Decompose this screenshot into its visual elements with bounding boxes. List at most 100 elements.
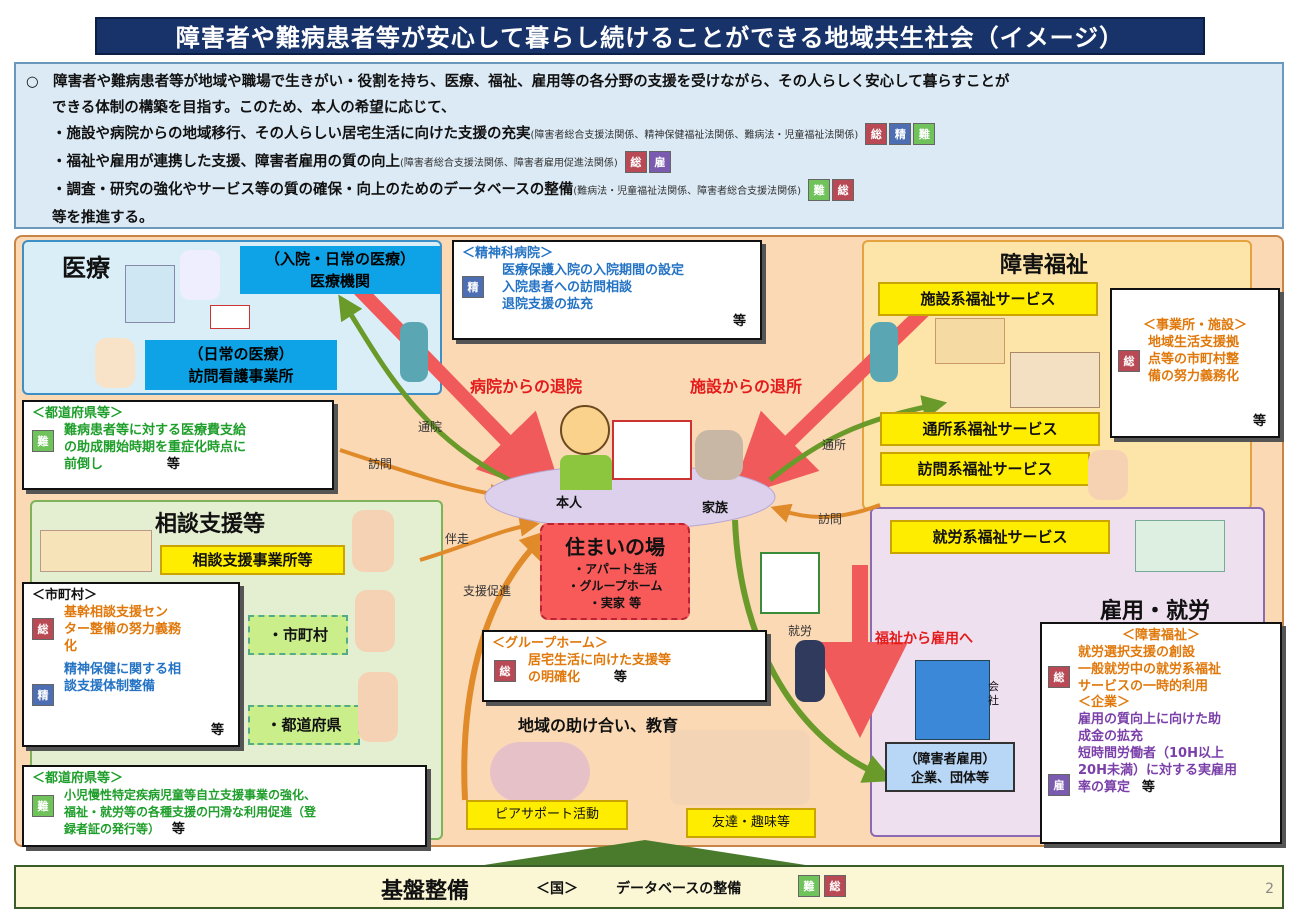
- city-card-item1: 基幹相談支援セン: [64, 605, 169, 620]
- office-building-icon: [915, 660, 990, 740]
- consult-office-icon: [40, 530, 152, 572]
- summary-item3: ・調査・研究の強化やサービス等の質の確保・向上のためのデータベースの整備(難病法…: [52, 178, 855, 201]
- label-tsuuin: 通院: [418, 420, 443, 434]
- label-houmon-left: 訪問: [368, 457, 393, 471]
- employ-card-item: 率の算定: [1078, 780, 1131, 795]
- employ-card-etc: 等: [1141, 780, 1155, 795]
- employ-card-item: 一般就労中の就労系福祉: [1078, 662, 1222, 677]
- residence-item: ・グループホーム: [567, 579, 663, 593]
- summary-line2: できる体制の構築を目指す。このため、本人の希望に応じて、: [52, 100, 456, 116]
- badge-so: 総: [624, 151, 647, 173]
- arrow-houmon-left: [339, 448, 510, 504]
- office-card-line3: 備の努力義務化: [1148, 369, 1240, 384]
- employ-card-item: 20H未満）に対する実雇用: [1078, 763, 1237, 778]
- pref-card1-etc: 等: [166, 457, 180, 472]
- pref-card2-line3: 録者証の発行等）: [64, 822, 161, 836]
- pref-card1-line1: 難病患者等に対する医療費支給: [64, 423, 247, 438]
- psych-card-etc: 等: [732, 314, 746, 329]
- badge-so: 総: [865, 123, 888, 145]
- summary-item3-note: (難病法・児童福祉法関係、障害者総合支援法関係): [573, 186, 802, 197]
- self-label: 本人: [556, 496, 583, 511]
- foundation-country: ＜国＞: [536, 881, 578, 897]
- employ-card-header1: ＜障害福祉＞: [1121, 628, 1200, 643]
- company-label: （障害者雇用）: [904, 752, 996, 767]
- pref-card2-line1: 小児慢性特定疾病児童等自立支援事業の強化、: [64, 788, 317, 802]
- medical-label1b: 医療機関: [309, 272, 370, 290]
- residence-box: 住まいの場 ・アパート生活 ・グループホーム ・実家 等: [540, 523, 690, 620]
- label-tsuusho: 通所: [822, 438, 847, 452]
- arrow-facility-exit: [729, 294, 940, 500]
- walking-person-icon: [400, 322, 428, 382]
- gh-card-line2: の明確化: [528, 670, 581, 685]
- welfare-title: 障害福祉: [1000, 253, 1089, 278]
- summary-line1: ○ 障害者や難病患者等が地域や職場で生きがい・役割を持ち、医療、福祉、雇用等の各…: [26, 74, 1010, 90]
- page-number: 2: [1265, 881, 1274, 897]
- arrow-hospital-exit: [349, 280, 565, 501]
- office-facility-card: ＜事業所・施設＞ 総 地域生活支援拠 点等の市町村整 備の努力義務化 等: [1110, 288, 1280, 438]
- medical-title: 医療: [62, 254, 110, 282]
- consult-title: 相談支援等: [155, 512, 266, 537]
- pref-staff-icon: [358, 672, 398, 742]
- psych-card-header: ＜精神科病院＞: [462, 246, 554, 261]
- employment-card: ＜障害福祉＞ 総 就労選択支援の創設 一般就労中の就労系福祉 サービスの一時的利…: [1040, 622, 1282, 844]
- badge-so: 総: [1048, 666, 1070, 688]
- doctor-icon: [180, 250, 220, 300]
- summary-closing: 等を推進する。: [52, 210, 154, 226]
- pref-card1-header: ＜都道府県等＞: [32, 406, 124, 421]
- peer-support-label: ピアサポート活動: [466, 800, 628, 830]
- facility-exit-label: 施設からの退所: [690, 377, 803, 396]
- friends-image: [670, 730, 810, 805]
- badge-so: 総: [824, 875, 846, 897]
- summary-item2-text: ・福祉や雇用が連携した支援、障害者雇用の質の向上: [52, 154, 400, 170]
- employ-card-item: 成金の拡充: [1078, 729, 1144, 744]
- hospital-icon: [125, 265, 175, 323]
- badge-nan: 難: [913, 123, 936, 145]
- summary-item3-text: ・調査・研究の強化やサービス等の質の確保・向上のためのデータベースの整備: [52, 182, 574, 198]
- family-icon: [695, 430, 743, 480]
- employ-card-item: 雇用の質向上に向けた助: [1078, 712, 1222, 727]
- prefecture-card-2: ＜都道府県等＞ 難 小児慢性特定疾病児童等自立支援事業の強化、 福祉・就労等の各…: [22, 765, 427, 847]
- arrow-tsuusho: [768, 395, 948, 482]
- person-body-icon: [560, 455, 612, 490]
- facility-service-label: 施設系福祉サービス: [878, 282, 1098, 316]
- group-home-card: ＜グループホーム＞ 総 居宅生活に向けた支援等 の明確化 等: [482, 630, 767, 702]
- worker-icon: [795, 640, 825, 702]
- peer-support-image: [490, 742, 590, 802]
- badge-so: 総: [494, 660, 516, 682]
- city-card: ＜市町村＞ 総 基幹相談支援セン ター整備の努力義務 化 精 精神保健に関する相…: [22, 582, 240, 747]
- pref-card2-line2: 福祉・就労等の各種支援の円滑な利用促進（登: [64, 805, 317, 819]
- hospital-exit-label: 病院からの退院: [470, 377, 583, 396]
- nurse-icon: [95, 338, 135, 388]
- label-shuurou: 就労: [788, 624, 813, 638]
- badge-so: 総: [1118, 350, 1140, 372]
- friends-label: 友達・趣味等: [686, 808, 816, 838]
- summary-item1-text: ・施設や病院からの地域移行、その人らしい居宅生活に向けた支援の充実: [52, 126, 531, 142]
- gh-card-line1: 居宅生活に向けた支援等: [528, 653, 672, 668]
- medical-label2: （日常の医療）: [188, 345, 294, 363]
- office-card-header: ＜事業所・施設＞: [1142, 318, 1247, 333]
- medical-label1: （入院・日常の医療）: [264, 250, 415, 268]
- walking-person-icon: [870, 322, 898, 382]
- welfare-to-employment-label: 福祉から雇用へ: [875, 631, 973, 647]
- person-icon: [560, 405, 610, 455]
- gh-card-etc: 等: [613, 670, 627, 685]
- employ-card-item: 短時間労働者（10H以上: [1078, 746, 1224, 761]
- badge-sei: 精: [462, 276, 484, 298]
- work-service-label: 就労系福祉サービス: [890, 520, 1110, 554]
- badge-nan: 難: [32, 430, 54, 452]
- city-card-item2: 談支援体制整備: [64, 679, 156, 694]
- label-shien-sokushin: 支援促進: [463, 584, 512, 598]
- psych-card-line3: 退院支援の拡充: [502, 297, 594, 312]
- employ-card-item: 就労選択支援の創設: [1078, 645, 1196, 660]
- badge-so: 総: [832, 179, 855, 201]
- psych-card-line1: 医療保護入院の入院期間の設定: [502, 263, 685, 278]
- label-houmon-right: 訪問: [818, 512, 843, 526]
- foundation-bar: 基盤整備 ＜国＞ データベースの整備 難 総 2: [14, 865, 1284, 909]
- office-card-etc: 等: [1252, 414, 1266, 429]
- summary-item2-note: (障害者総合支援法関係、障害者雇用促進法関係): [400, 158, 618, 169]
- facility-building-icon: [1010, 352, 1100, 408]
- foundation-title: 基盤整備: [381, 879, 470, 904]
- day-service-label: 通所系福祉サービス: [880, 412, 1100, 446]
- badge-nan: 難: [808, 179, 831, 201]
- city-card-item1: 化: [64, 639, 78, 654]
